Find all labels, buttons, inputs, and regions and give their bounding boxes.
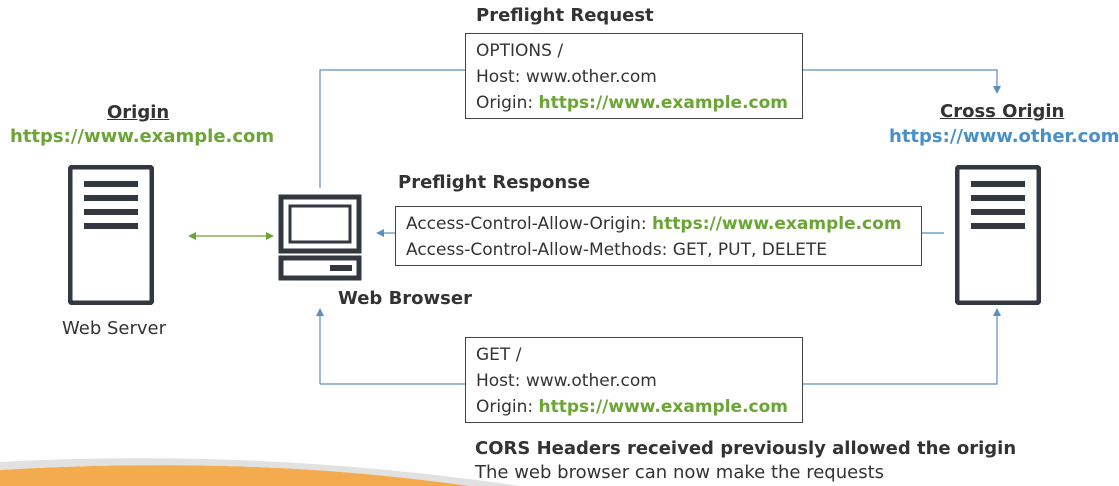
preflight-request-heading: Preflight Request: [476, 5, 654, 26]
web-browser-label: Web Browser: [338, 288, 472, 309]
preflight-response-box: Access-Control-Allow-Origin: https://www…: [395, 206, 922, 266]
get-request-host: Host: www.other.com: [476, 371, 657, 391]
origin-url: https://www.example.com: [10, 126, 275, 147]
allow-methods-header: Access-Control-Allow-Methods: GET, PUT, …: [406, 240, 827, 260]
decorative-swoosh: [0, 465, 470, 486]
cross-origin-title: Cross Origin: [940, 101, 1065, 122]
footer-text: The web browser can now make the request…: [475, 462, 885, 483]
get-request-method: GET /: [476, 345, 522, 365]
preflight-request-origin: Origin: https://www.example.com: [476, 93, 788, 113]
origin-title: Origin: [107, 102, 170, 123]
preflight-request-method: OPTIONS /: [476, 41, 564, 61]
preflight-response-heading: Preflight Response: [398, 172, 591, 193]
preflight-request-host: Host: www.other.com: [476, 67, 657, 87]
computer-icon: [278, 194, 362, 281]
get-request-origin: Origin: https://www.example.com: [476, 397, 788, 417]
cross-origin-url: https://www.other.com: [889, 126, 1119, 147]
server-icon: [955, 165, 1041, 305]
server-icon: [68, 165, 154, 305]
get-request-box: GET / Host: www.other.com Origin: https:…: [465, 337, 803, 423]
footer-bold-text: CORS Headers received previously allowed…: [475, 438, 1017, 459]
web-server-label: Web Server: [62, 318, 166, 339]
allow-origin-header: Access-Control-Allow-Origin: https://www…: [406, 214, 902, 234]
preflight-request-box: OPTIONS / Host: www.other.com Origin: ht…: [465, 33, 803, 119]
